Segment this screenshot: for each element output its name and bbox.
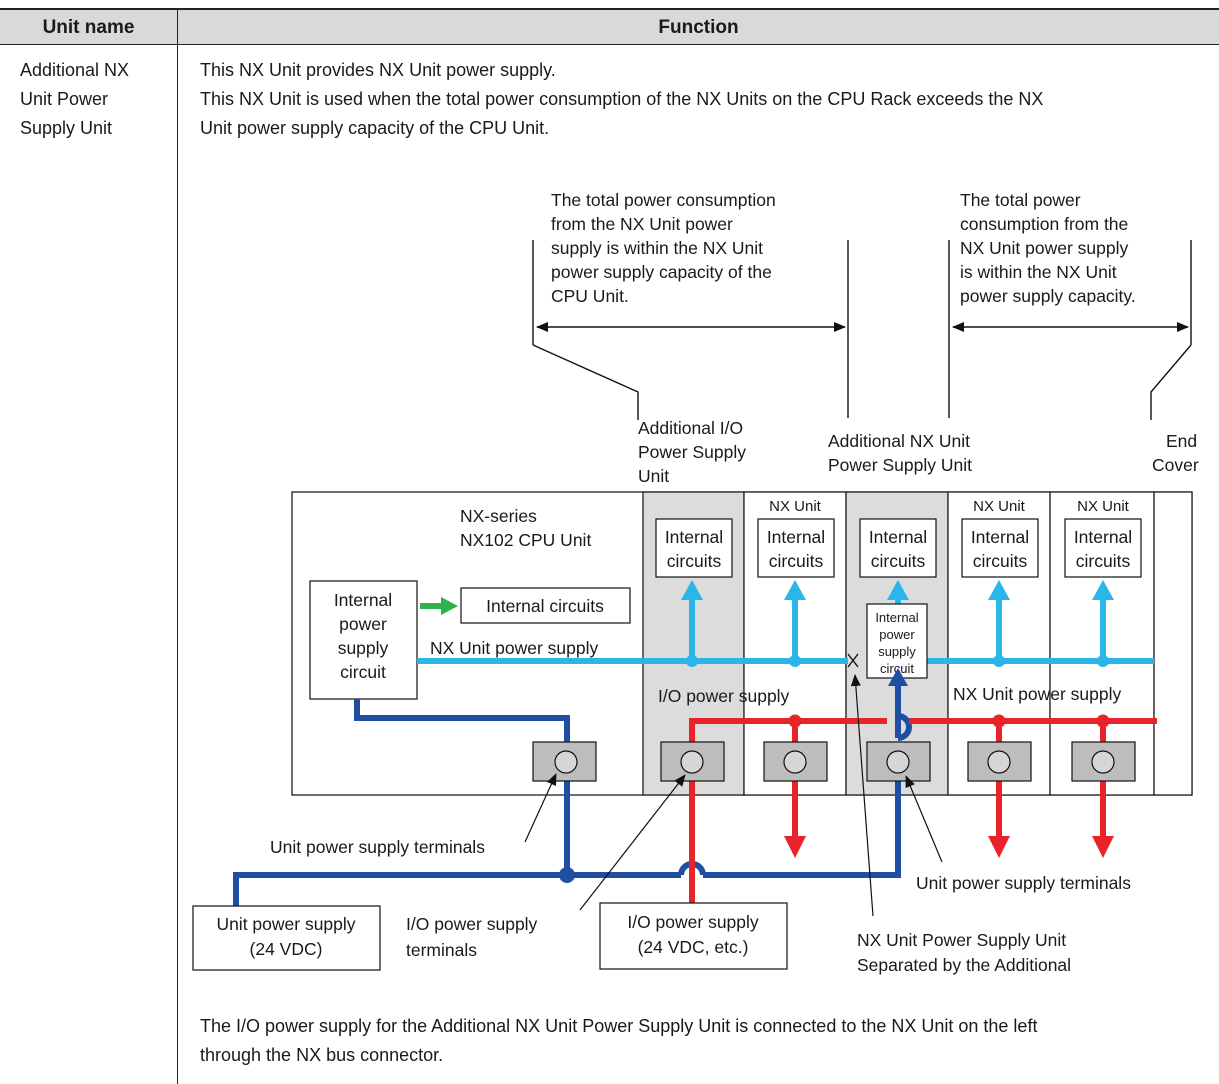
green-arrow bbox=[420, 597, 458, 615]
internal-circuits-box: Internal circuits bbox=[961, 518, 1039, 578]
svg-text:Internal: Internal bbox=[875, 610, 918, 625]
table-top-rule bbox=[0, 8, 1219, 10]
svg-text:power: power bbox=[339, 614, 387, 634]
svg-text:circuit: circuit bbox=[340, 662, 386, 682]
callout-leaders bbox=[524, 674, 943, 917]
svg-text:circuits: circuits bbox=[769, 551, 824, 571]
cpu-internal-power-supply-circuit: Internal power supply circuit bbox=[309, 580, 418, 700]
internal-circuits-box: Internal circuits bbox=[859, 518, 937, 578]
table-header-background bbox=[0, 10, 1219, 44]
io-power-arrows bbox=[784, 714, 1114, 858]
internal-circuits-box: Internal circuits bbox=[655, 518, 733, 578]
terminal-block bbox=[866, 741, 931, 782]
table-header-rule bbox=[0, 44, 1219, 45]
column-divider bbox=[177, 10, 178, 1084]
nx-unit-tag: NX Unit bbox=[1077, 498, 1130, 515]
end-cover-label: End Cover bbox=[1152, 431, 1202, 475]
range-brackets bbox=[532, 240, 1192, 420]
svg-text:Internal: Internal bbox=[665, 527, 723, 547]
svg-text:(24 VDC, etc.): (24 VDC, etc.) bbox=[638, 937, 749, 957]
terminal-block bbox=[1071, 741, 1136, 782]
svg-text:Internal: Internal bbox=[1074, 527, 1132, 547]
svg-text:I/O power supply: I/O power supply bbox=[627, 912, 759, 932]
nx-unit-power-supply-label-left: NX Unit power supply bbox=[430, 638, 599, 658]
additional-io-psu-label: Additional I/O Power Supply Unit bbox=[638, 418, 751, 486]
cpu-internal-circuits-box: Internal circuits bbox=[460, 587, 631, 624]
header-unit-name: Unit name bbox=[42, 17, 135, 38]
svg-text:Internal: Internal bbox=[334, 590, 392, 610]
intro-line: Unit power supply capacity of the CPU Un… bbox=[200, 118, 550, 138]
header-function: Function bbox=[658, 17, 739, 38]
unit-ps-terminals-right-label: Unit power supply terminals bbox=[916, 873, 1131, 893]
svg-text:(24 VDC): (24 VDC) bbox=[250, 939, 323, 959]
unit-name-cell: Additional NX Unit Power Supply Unit bbox=[20, 56, 170, 143]
nx-unit-tag: NX Unit bbox=[769, 498, 822, 515]
terminal-block bbox=[763, 741, 828, 782]
unit-name-line: Additional NX bbox=[20, 60, 130, 80]
unit-name-line: Supply Unit bbox=[20, 118, 113, 138]
svg-text:Unit power supply: Unit power supply bbox=[216, 914, 355, 934]
io-power-supply-box: I/O power supply (24 VDC, etc.) bbox=[599, 902, 788, 970]
nx-unit-power-supply-label-right: NX Unit power supply bbox=[953, 684, 1122, 704]
terminal-block bbox=[532, 741, 597, 782]
unit-ps-terminals-left-label: Unit power supply terminals bbox=[270, 837, 485, 857]
io-ps-terminals-label: I/O power supply terminals bbox=[406, 914, 542, 960]
terminal-block bbox=[660, 741, 725, 782]
unit-name-line: Unit Power bbox=[20, 89, 109, 109]
svg-text:circuits: circuits bbox=[667, 551, 722, 571]
internal-circuits-box: Internal circuits bbox=[757, 518, 835, 578]
svg-text:circuits: circuits bbox=[1076, 551, 1131, 571]
internal-circuits-box: Internal circuits bbox=[1064, 518, 1142, 578]
io-power-supply-label: I/O power supply bbox=[658, 686, 790, 706]
svg-text:circuits: circuits bbox=[973, 551, 1028, 571]
unit-power-junction bbox=[559, 668, 908, 883]
left-range-note: The total power consumption from the NX … bbox=[551, 190, 781, 306]
intro-line: This NX Unit is used when the total powe… bbox=[200, 89, 1044, 109]
terminal-block bbox=[967, 741, 1032, 782]
intro-line: This NX Unit provides NX Unit power supp… bbox=[200, 60, 556, 80]
svg-text:Internal circuits: Internal circuits bbox=[486, 596, 604, 616]
separated-note: NX Unit Power Supply Unit Separated by t… bbox=[857, 930, 1071, 975]
right-range-note: The total power consumption from the NX … bbox=[960, 190, 1136, 306]
svg-text:circuit: circuit bbox=[880, 661, 914, 676]
footer-line: through the NX bus connector. bbox=[200, 1045, 444, 1065]
svg-text:supply: supply bbox=[878, 644, 916, 659]
svg-text:supply: supply bbox=[338, 638, 389, 658]
nx-unit-power-bus bbox=[417, 580, 1154, 667]
svg-text:power: power bbox=[879, 627, 915, 642]
footer-line: The I/O power supply for the Additional … bbox=[200, 1016, 1038, 1036]
svg-text:circuits: circuits bbox=[871, 551, 926, 571]
svg-text:Internal: Internal bbox=[869, 527, 927, 547]
svg-text:Internal: Internal bbox=[971, 527, 1029, 547]
nx-unit-tag: NX Unit bbox=[973, 498, 1026, 515]
additional-nx-psu-internal-circuit: Internal power supply circuit bbox=[866, 603, 928, 679]
unit-power-supply-box: Unit power supply (24 VDC) bbox=[192, 905, 381, 971]
additional-nx-psu-label: Additional NX Unit Power Supply Unit bbox=[828, 431, 975, 475]
svg-text:Internal: Internal bbox=[767, 527, 825, 547]
bus-break-mark bbox=[847, 653, 859, 668]
unit-power-supply-wiring bbox=[233, 684, 912, 906]
end-cover bbox=[1153, 491, 1193, 796]
cpu-unit-title: NX-series NX102 CPU Unit bbox=[460, 506, 591, 550]
